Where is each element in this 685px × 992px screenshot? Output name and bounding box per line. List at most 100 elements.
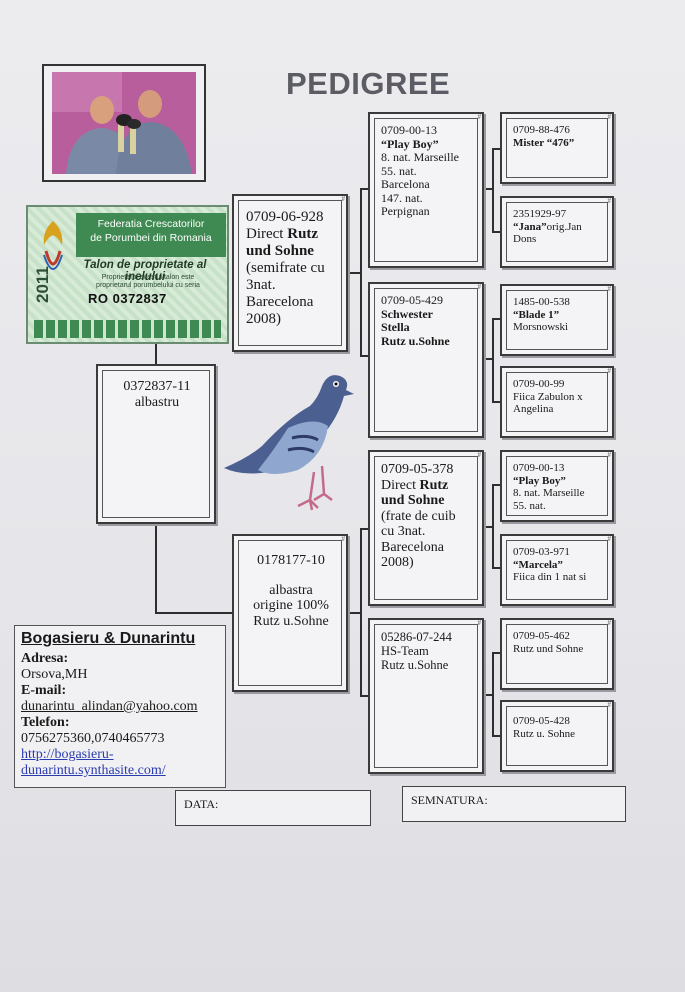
sire-box: # 0709-06-928 Direct Rutz und Sohne (sem… xyxy=(232,194,348,352)
page-title: PEDIGREE xyxy=(286,66,451,101)
gen2-2-l2: und Sohne xyxy=(381,493,445,508)
gen2-3-l1: HS-Team xyxy=(381,644,429,658)
card-year: 2011 xyxy=(33,266,52,303)
sire-line7: 2008) xyxy=(246,311,281,327)
connector xyxy=(348,612,362,614)
gen2-0-name: “Play Boy” xyxy=(381,136,439,151)
gen3-1-name: “Jana” xyxy=(513,220,547,233)
gen2-0-l1: 8. nat. Marseille xyxy=(381,150,459,164)
breeder-name: Bogasieru & Dunarintu xyxy=(21,630,196,647)
connector xyxy=(482,694,494,696)
gen2-3-ring: 05286-07-244 xyxy=(381,630,452,644)
gen2-1-ring: 0709-05-429 xyxy=(381,293,443,307)
ring-ownership-card: Federatia Crescatorilor de Porumbei din … xyxy=(26,205,229,344)
connector xyxy=(155,344,157,366)
federation-logo-icon xyxy=(36,217,70,287)
gen3-box-6: # 0709-05-462 Rutz und Sohne xyxy=(500,618,614,690)
card-decorative-strip xyxy=(34,320,221,338)
gen2-1-name3: Rutz u.Sohne xyxy=(381,333,450,348)
grandsire-maternal-box: # 0709-05-378 Direct Rutz und Sohne (fra… xyxy=(368,450,484,606)
card-subtitle: Talon de proprietate al inelului xyxy=(83,259,207,283)
gen3-7-ring: 0709-05-428 xyxy=(513,715,570,727)
sire-line2-bold: Rutz xyxy=(287,226,319,242)
dam-line4: Rutz u.Sohne xyxy=(253,613,329,629)
date-field: DATA: xyxy=(175,790,371,826)
website-link-line1[interactable]: http://bogasieru- xyxy=(21,747,114,762)
connector xyxy=(482,188,494,190)
gen2-0-ring: 0709-00-13 xyxy=(381,123,437,137)
breeders-photo xyxy=(52,72,196,174)
gen3-2-ring: 1485-00-538 xyxy=(513,296,570,308)
phone-label: Telefon: xyxy=(21,715,70,730)
gen2-1-name2: Stella xyxy=(381,320,410,334)
connector xyxy=(492,567,502,569)
connector xyxy=(492,401,502,403)
connector xyxy=(348,272,362,274)
connector xyxy=(492,148,502,150)
gen2-0-l3: Barcelona xyxy=(381,177,430,191)
sire-line4: (semifrate cu xyxy=(246,260,325,276)
connector xyxy=(492,484,494,568)
gen3-1-ring: 2351929-97 xyxy=(513,208,567,220)
connector xyxy=(360,528,370,530)
connector xyxy=(492,652,494,736)
sire-line5: 3nat. xyxy=(246,277,276,293)
gen3-box-2: # 1485-00-538 “Blade 1” Morsnowski xyxy=(500,284,614,356)
signature-field: SEMNATURA: xyxy=(402,786,626,822)
connector xyxy=(482,358,494,360)
connector xyxy=(492,148,494,232)
card-small-text: Proprietarul acestui talon este propriet… xyxy=(68,274,227,290)
gen2-1-name1: Schwester xyxy=(381,306,433,321)
email-value[interactable]: dunarintu_alindan@yahoo.com xyxy=(21,699,198,714)
gen3-0-ring: 0709-88-476 xyxy=(513,124,570,136)
address-label: Adresa: xyxy=(21,651,69,666)
sire-line3: und Sohne xyxy=(246,243,314,259)
gen2-2-ring: 0709-05-378 xyxy=(381,462,454,477)
gen3-4-l2: 8. nat. Marseille xyxy=(513,487,585,499)
pigeon-illustration xyxy=(218,366,358,514)
granddam-maternal-box: # 05286-07-244 HS-Team Rutz u.Sohne xyxy=(368,618,484,774)
date-label: DATA: xyxy=(184,797,219,811)
gen3-4-name: “Play Boy” xyxy=(513,474,566,487)
gen3-box-3: # 0709-00-99 Fiica Zabulon x Angelina xyxy=(500,366,614,438)
gen3-1-name-line: “Jana”orig.Jan xyxy=(513,221,603,234)
card-header-line2: de Porumbei din Romania xyxy=(90,232,212,244)
dam-ring: 0178177-10 xyxy=(257,553,325,568)
gen3-4-ring: 0709-00-13 xyxy=(513,462,565,474)
gen2-2-l1-bold: Rutz xyxy=(419,477,449,493)
connector xyxy=(492,318,502,320)
gen3-7-l1: Rutz u. Sohne xyxy=(513,727,576,740)
website-link-line2[interactable]: dunarintu.synthasite.com/ xyxy=(21,763,166,778)
granddam-paternal-box: # 0709-05-429 Schwester Stella Rutz u.So… xyxy=(368,282,484,438)
grandsire-paternal-box: # 0709-00-13 “Play Boy” 8. nat. Marseill… xyxy=(368,112,484,268)
gen3-3-ring: 0709-00-99 xyxy=(513,378,565,390)
gen2-0-l2: 55. nat. xyxy=(381,163,417,178)
gen3-box-0: # 0709-88-476 Mister “476” xyxy=(500,112,614,184)
email-label: E-mail: xyxy=(21,683,67,698)
gen3-1-l2: Dons xyxy=(513,233,537,245)
gen3-box-4: # 0709-00-13 “Play Boy” 8. nat. Marseill… xyxy=(500,450,614,522)
gen3-box-5: # 0709-03-971 “Marcela” Fiica din 1 nat … xyxy=(500,534,614,606)
connector xyxy=(492,318,494,402)
connector xyxy=(492,484,502,486)
phone-value: 0756275360,0740465773 xyxy=(21,731,165,746)
connector xyxy=(482,526,494,528)
card-header: Federatia Crescatorilor de Porumbei din … xyxy=(76,213,226,257)
gen2-0-l4: 147. nat. xyxy=(381,190,423,205)
gen3-5-l2: Fiica din 1 nat si xyxy=(513,571,587,583)
dam-box: # 0178177-10 albastra origine 100% Rutz … xyxy=(232,534,348,692)
dam-line2: albastra xyxy=(269,582,313,598)
connector xyxy=(492,231,502,233)
gen3-box-7: # 0709-05-428 Rutz u. Sohne xyxy=(500,700,614,772)
gen3-0-name: Mister “476” xyxy=(513,136,575,149)
connector xyxy=(360,355,370,357)
gen3-3-l1: Fiica Zabulon x xyxy=(513,390,583,403)
gen2-2-l1-text: Direct xyxy=(381,477,420,493)
contact-box: Bogasieru & Dunarintu Adresa: Orsova,MH … xyxy=(14,625,226,788)
connector xyxy=(155,522,157,614)
gen2-2-l5: Barecelona xyxy=(381,539,444,555)
gen3-2-l2: Morsnowski xyxy=(513,321,569,333)
gen3-5-name: “Marcela” xyxy=(513,558,563,571)
subject-ring: 0372837-11 xyxy=(123,379,191,394)
sire-line6: Barecelona xyxy=(246,294,314,310)
